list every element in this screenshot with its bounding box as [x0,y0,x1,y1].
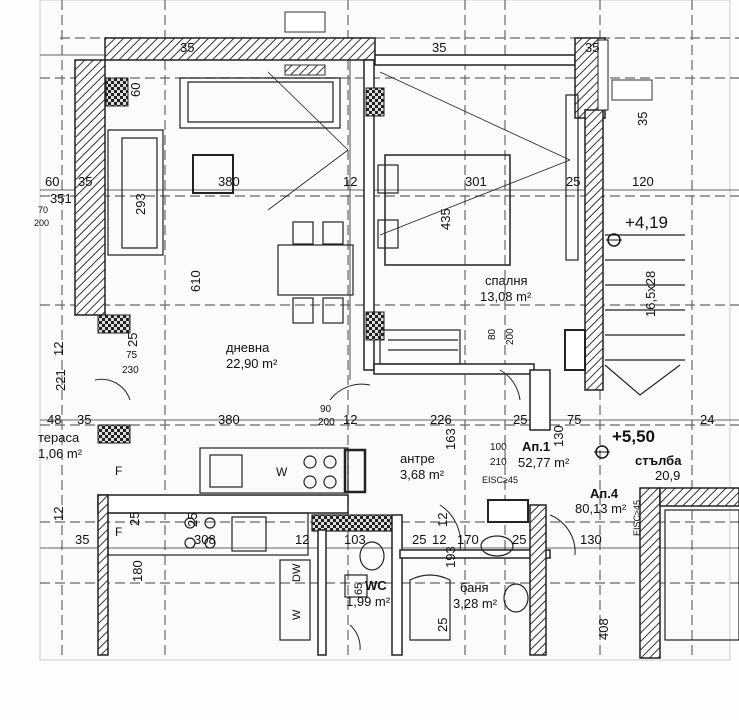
dim-25-d: 25 [185,513,200,527]
dim-90: 90 [320,404,332,415]
dim-100: 100 [490,442,507,453]
dim-70: 70 [38,205,48,215]
dim-380-b: 380 [218,412,240,427]
dim-12-f: 12 [432,532,446,547]
fridge-mark: F [115,464,122,478]
eisc-mark: EISC≥45 [482,475,518,485]
room-bedroom-area: 13,08 m² [480,289,532,304]
door-swings [94,369,576,651]
dim-25-b: 25 [513,412,527,427]
dim-408: 408 [596,618,611,640]
dim-48: 48 [47,412,61,427]
dim-210: 210 [490,457,507,468]
dim-75-b: 75 [567,412,581,427]
apt4-name: Ап.4 [590,486,619,501]
fridge-mark-2: F [115,525,122,539]
dim-35-left: 35 [78,174,92,189]
dim-226: 226 [430,412,452,427]
dim-35-top3: 35 [585,40,599,55]
room-living-name: дневна [226,340,270,355]
dim-163: 163 [443,428,458,450]
view-lines [267,60,571,380]
dim-25-c: 25 [127,512,142,526]
washer-mark-2: W [291,609,303,620]
dim-12-left: 12 [51,342,66,356]
room-hall-name: антре [400,451,435,466]
room-hall-area: 3,68 m² [400,467,445,482]
dim-12: 12 [343,174,357,189]
dim-221: 221 [53,369,68,391]
room-wc-area: 1,99 m² [346,594,391,609]
dim-200-bed: 200 [505,328,516,345]
appliance-marks: F W F DW W EISC≥45 EISC≥45 [115,464,642,620]
dim-35-l2: 35 [77,412,91,427]
stair-name: стълба [635,453,682,468]
room-living-area: 22,90 m² [226,356,278,371]
dim-25-f: 25 [512,532,526,547]
dim-293: 293 [133,193,148,215]
room-labels: дневна 22,90 m² спалня 13,08 m² антре 3,… [38,273,682,611]
dim-301: 301 [465,174,487,189]
dimension-labels: 35 35 35 60 60 35 380 12 301 25 120 351 … [34,40,714,640]
room-bedroom-name: спалня [485,273,528,288]
dim-230: 230 [122,365,139,376]
furniture [107,77,739,641]
dim-103: 103 [344,532,366,547]
dim-60-left: 60 [45,174,59,189]
apt1-area: 52,77 m² [518,455,570,470]
room-terrace-name: тераса [38,430,80,445]
dim-308: 308 [194,532,216,547]
dim-130: 130 [551,425,566,447]
dim-25-left: 25 [125,333,140,347]
dim-35-top: 35 [180,40,194,55]
dim-25-g: 25 [435,618,450,632]
dim-80: 80 [487,328,498,340]
dim-380: 380 [218,174,240,189]
room-bath-name: баня [460,580,489,595]
dim-12-d: 12 [435,513,450,527]
dim-165x28: 16,5x28 [643,271,658,317]
dim-12-e: 12 [295,532,309,547]
room-bath-area: 3,28 m² [453,596,498,611]
dim-180: 180 [130,560,145,582]
dim-351: 351 [50,191,72,206]
dim-24: 24 [700,412,714,427]
dim-200-hall: 200 [318,417,335,428]
dim-35-e: 35 [75,532,89,547]
dim-12-c: 12 [51,507,66,521]
level-lower: +5,50 [612,427,655,446]
dim-170: 170 [457,532,479,547]
dim-35-r: 35 [635,112,650,126]
dim-200-left: 200 [34,218,49,228]
dim-60: 60 [128,83,143,97]
dim-130-b: 130 [580,532,602,547]
dim-25-e: 25 [412,532,426,547]
dim-610: 610 [188,270,203,292]
apt1-name: Ап.1 [522,439,550,454]
level-upper: +4,19 [625,213,668,232]
dim-120: 120 [632,174,654,189]
dim-25: 25 [566,174,580,189]
dim-65: 65 [353,583,365,595]
dim-75: 75 [126,350,138,361]
room-wc-name: WC [365,578,387,593]
room-terrace-area: 1,06 m² [38,446,83,461]
dim-12-b: 12 [343,412,357,427]
washer-mark: W [276,465,288,479]
eisc-mark-2: EISC≥45 [632,500,642,536]
walls [74,11,739,659]
dim-35-top2: 35 [432,40,446,55]
level-marks: +4,19 +5,50 [594,213,668,459]
stair-area: 20,9 [655,468,680,483]
dim-435: 435 [438,208,453,230]
dim-193: 193 [443,546,458,568]
dishwasher-mark: DW [291,563,303,582]
apt4-area: 80,13 m² [575,501,627,516]
